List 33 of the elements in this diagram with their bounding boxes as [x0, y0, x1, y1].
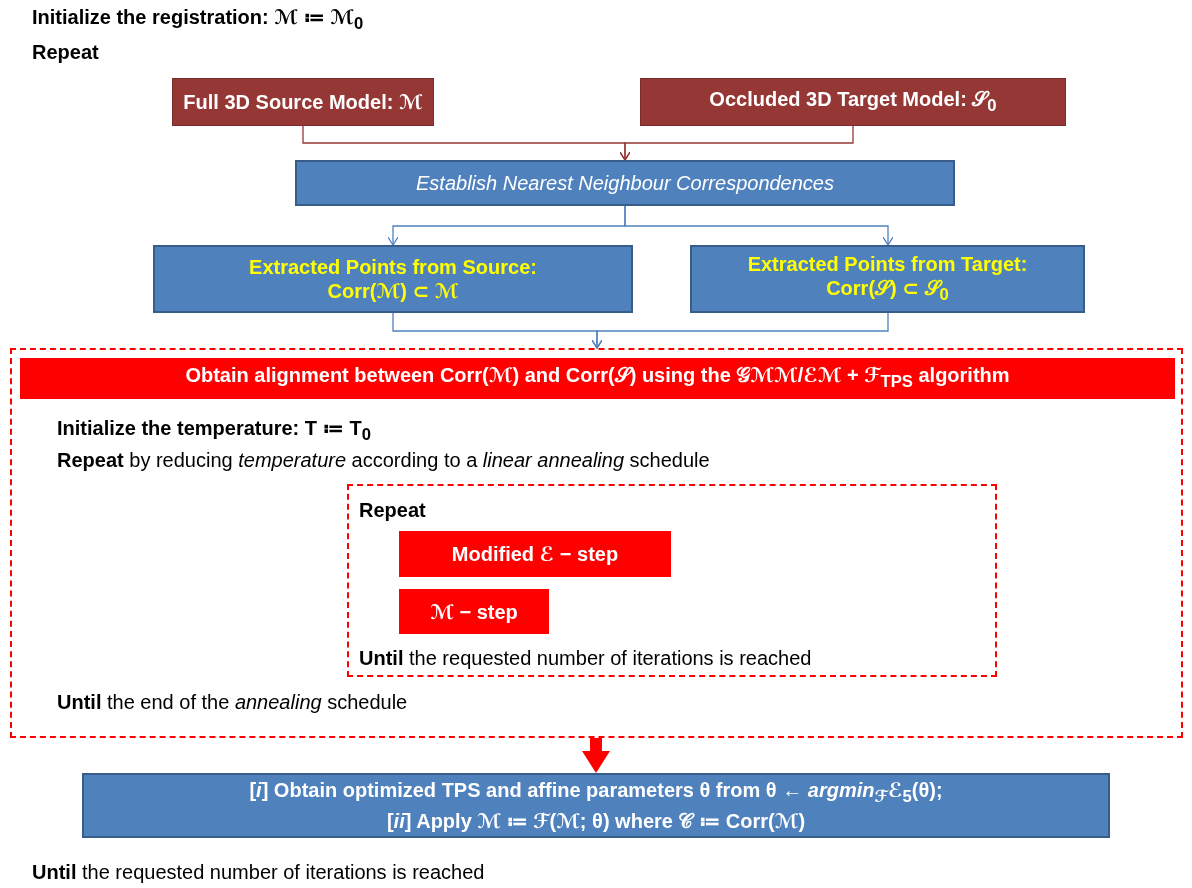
- box-text: Modified ℰ − step: [451, 542, 619, 566]
- box-text: [i] Obtain optimized TPS and affine parameters θ from θ ← argmin$_{ℱ}$ℰ$_{5}$(θ);: [249, 778, 943, 808]
- box-text: Extracted Points from Target: Corr(𝒮) ⊂ 𝒮$_{0}$: [746, 251, 1029, 306]
- connector-arrow: [624, 205, 894, 246]
- dashed-loop-frame: [347, 484, 997, 677]
- pseudo-code-line: Until the requested number of iterations is reached: [359, 646, 812, 670]
- block-arrow: [582, 738, 610, 773]
- dashed-loop-frame: [10, 348, 1183, 738]
- pseudo-code-line: Initialize the registration: ℳ ≔ ℳ$_{0}$: [32, 5, 364, 35]
- pseudo-code-line: Repeat by reducing temperature according to a linear annealing schedule: [57, 448, 710, 472]
- step-box: [399, 531, 671, 577]
- box-text: Extracted Points from Source: Corr(ℳ) ⊂ ℳ: [248, 255, 538, 303]
- pseudo-code-line: Initialize the temperature: T ≔ T$_{0}$: [57, 416, 371, 446]
- step-box: [399, 589, 549, 634]
- box-text: Full 3D Source Model: ℳ: [183, 90, 423, 114]
- connector-arrow: [619, 125, 854, 161]
- pseudo-code-line: Until the requested number of iterations is reached: [32, 860, 485, 884]
- process-box: [690, 245, 1085, 313]
- connector-arrow: [591, 312, 889, 349]
- process-box: [82, 773, 1110, 838]
- pseudo-code-line: Repeat: [32, 40, 99, 64]
- box-text: ℳ − step: [430, 599, 518, 624]
- process-box: [153, 245, 633, 313]
- box-text: [ii] Apply ℳ ≔ ℱ(ℳ; θ) where 𝒞 ≔ Corr(ℳ): [386, 809, 806, 833]
- box-text: Occluded 3D Target Model: 𝒮$_{0}$: [709, 86, 997, 117]
- step-box: [20, 358, 1175, 399]
- box-text: Obtain alignment between Corr(ℳ) and Corr(𝒮) using the 𝒢ℳℳ/ℰℳ + ℱ$_{TPS}$ algorithm: [185, 363, 1010, 393]
- process-box: [295, 160, 955, 206]
- process-box: [640, 78, 1066, 126]
- pseudo-code-line: Until the end of the annealing schedule: [57, 690, 408, 714]
- pseudo-code-line: Repeat: [359, 498, 426, 522]
- process-box: [172, 78, 434, 126]
- box-text: Establish Nearest Neighbour Correspondences: [416, 171, 834, 195]
